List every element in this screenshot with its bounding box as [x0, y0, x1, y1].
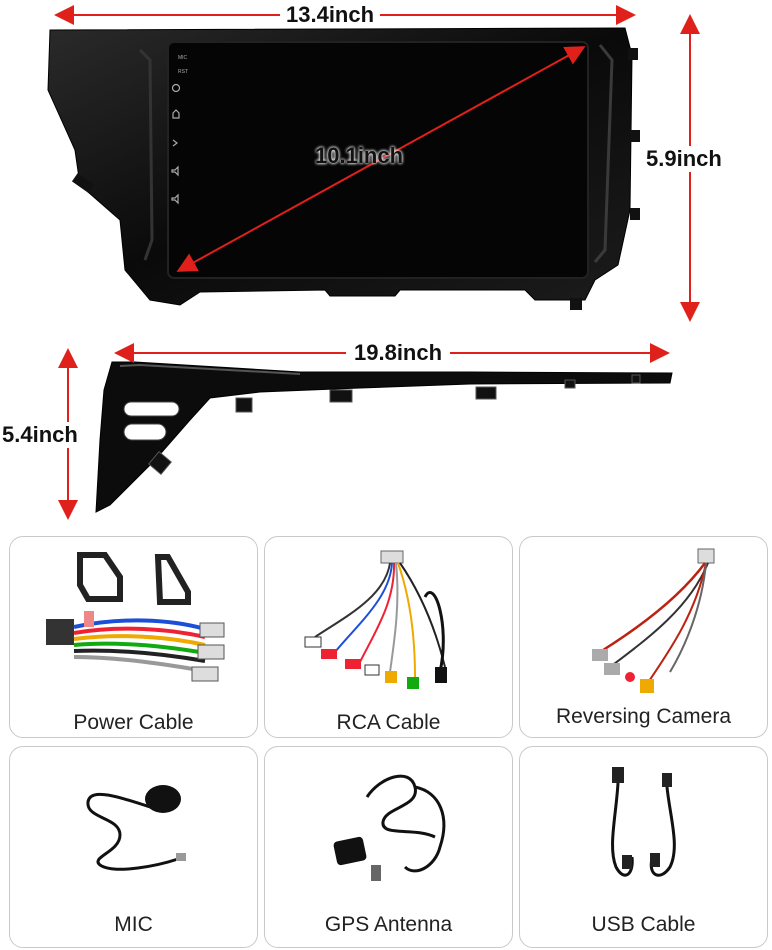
accessory-card-gps-antenna: GPS Antenna — [264, 746, 513, 948]
rca-cable-bundle-icon — [304, 550, 447, 689]
accessory-label: Power Cable — [73, 711, 194, 734]
power-cable-harness-icon — [46, 552, 225, 682]
accessory-card-rca-cable: RCA Cable — [264, 536, 513, 738]
head-unit-side — [95, 361, 673, 513]
side-height-label: 5.4inch — [2, 422, 78, 448]
accessory-label: Reversing Camera — [555, 705, 732, 728]
diagonal-label: 10.1inch — [315, 143, 404, 168]
top-width-label: 13.4inch — [280, 4, 381, 26]
accessory-card-usb-cable: USB Cable — [519, 746, 768, 948]
accessory-label: USB Cable — [591, 913, 696, 936]
rst-button-label: RST — [178, 69, 188, 75]
gps-antenna-icon — [333, 774, 446, 881]
accessory-label: MIC — [114, 913, 153, 936]
mic-button-label: MIC — [178, 55, 188, 61]
accessory-card-power-cable: Power Cable — [9, 536, 258, 738]
reversing-camera-cable-icon — [592, 548, 715, 693]
usb-cable-icon — [611, 767, 676, 877]
microphone-icon — [86, 785, 186, 871]
accessory-label: RCA Cable — [336, 711, 441, 734]
accessory-label: GPS Antenna — [324, 913, 453, 936]
accessory-card-reversing-camera: Reversing Camera — [519, 536, 768, 738]
diagonal-arrow — [176, 46, 586, 272]
product-diagram — [47, 5, 700, 520]
side-length-label: 19.8inch — [346, 342, 451, 364]
accessory-card-mic: MIC — [9, 746, 258, 948]
height-label: 5.9inch — [646, 146, 722, 172]
